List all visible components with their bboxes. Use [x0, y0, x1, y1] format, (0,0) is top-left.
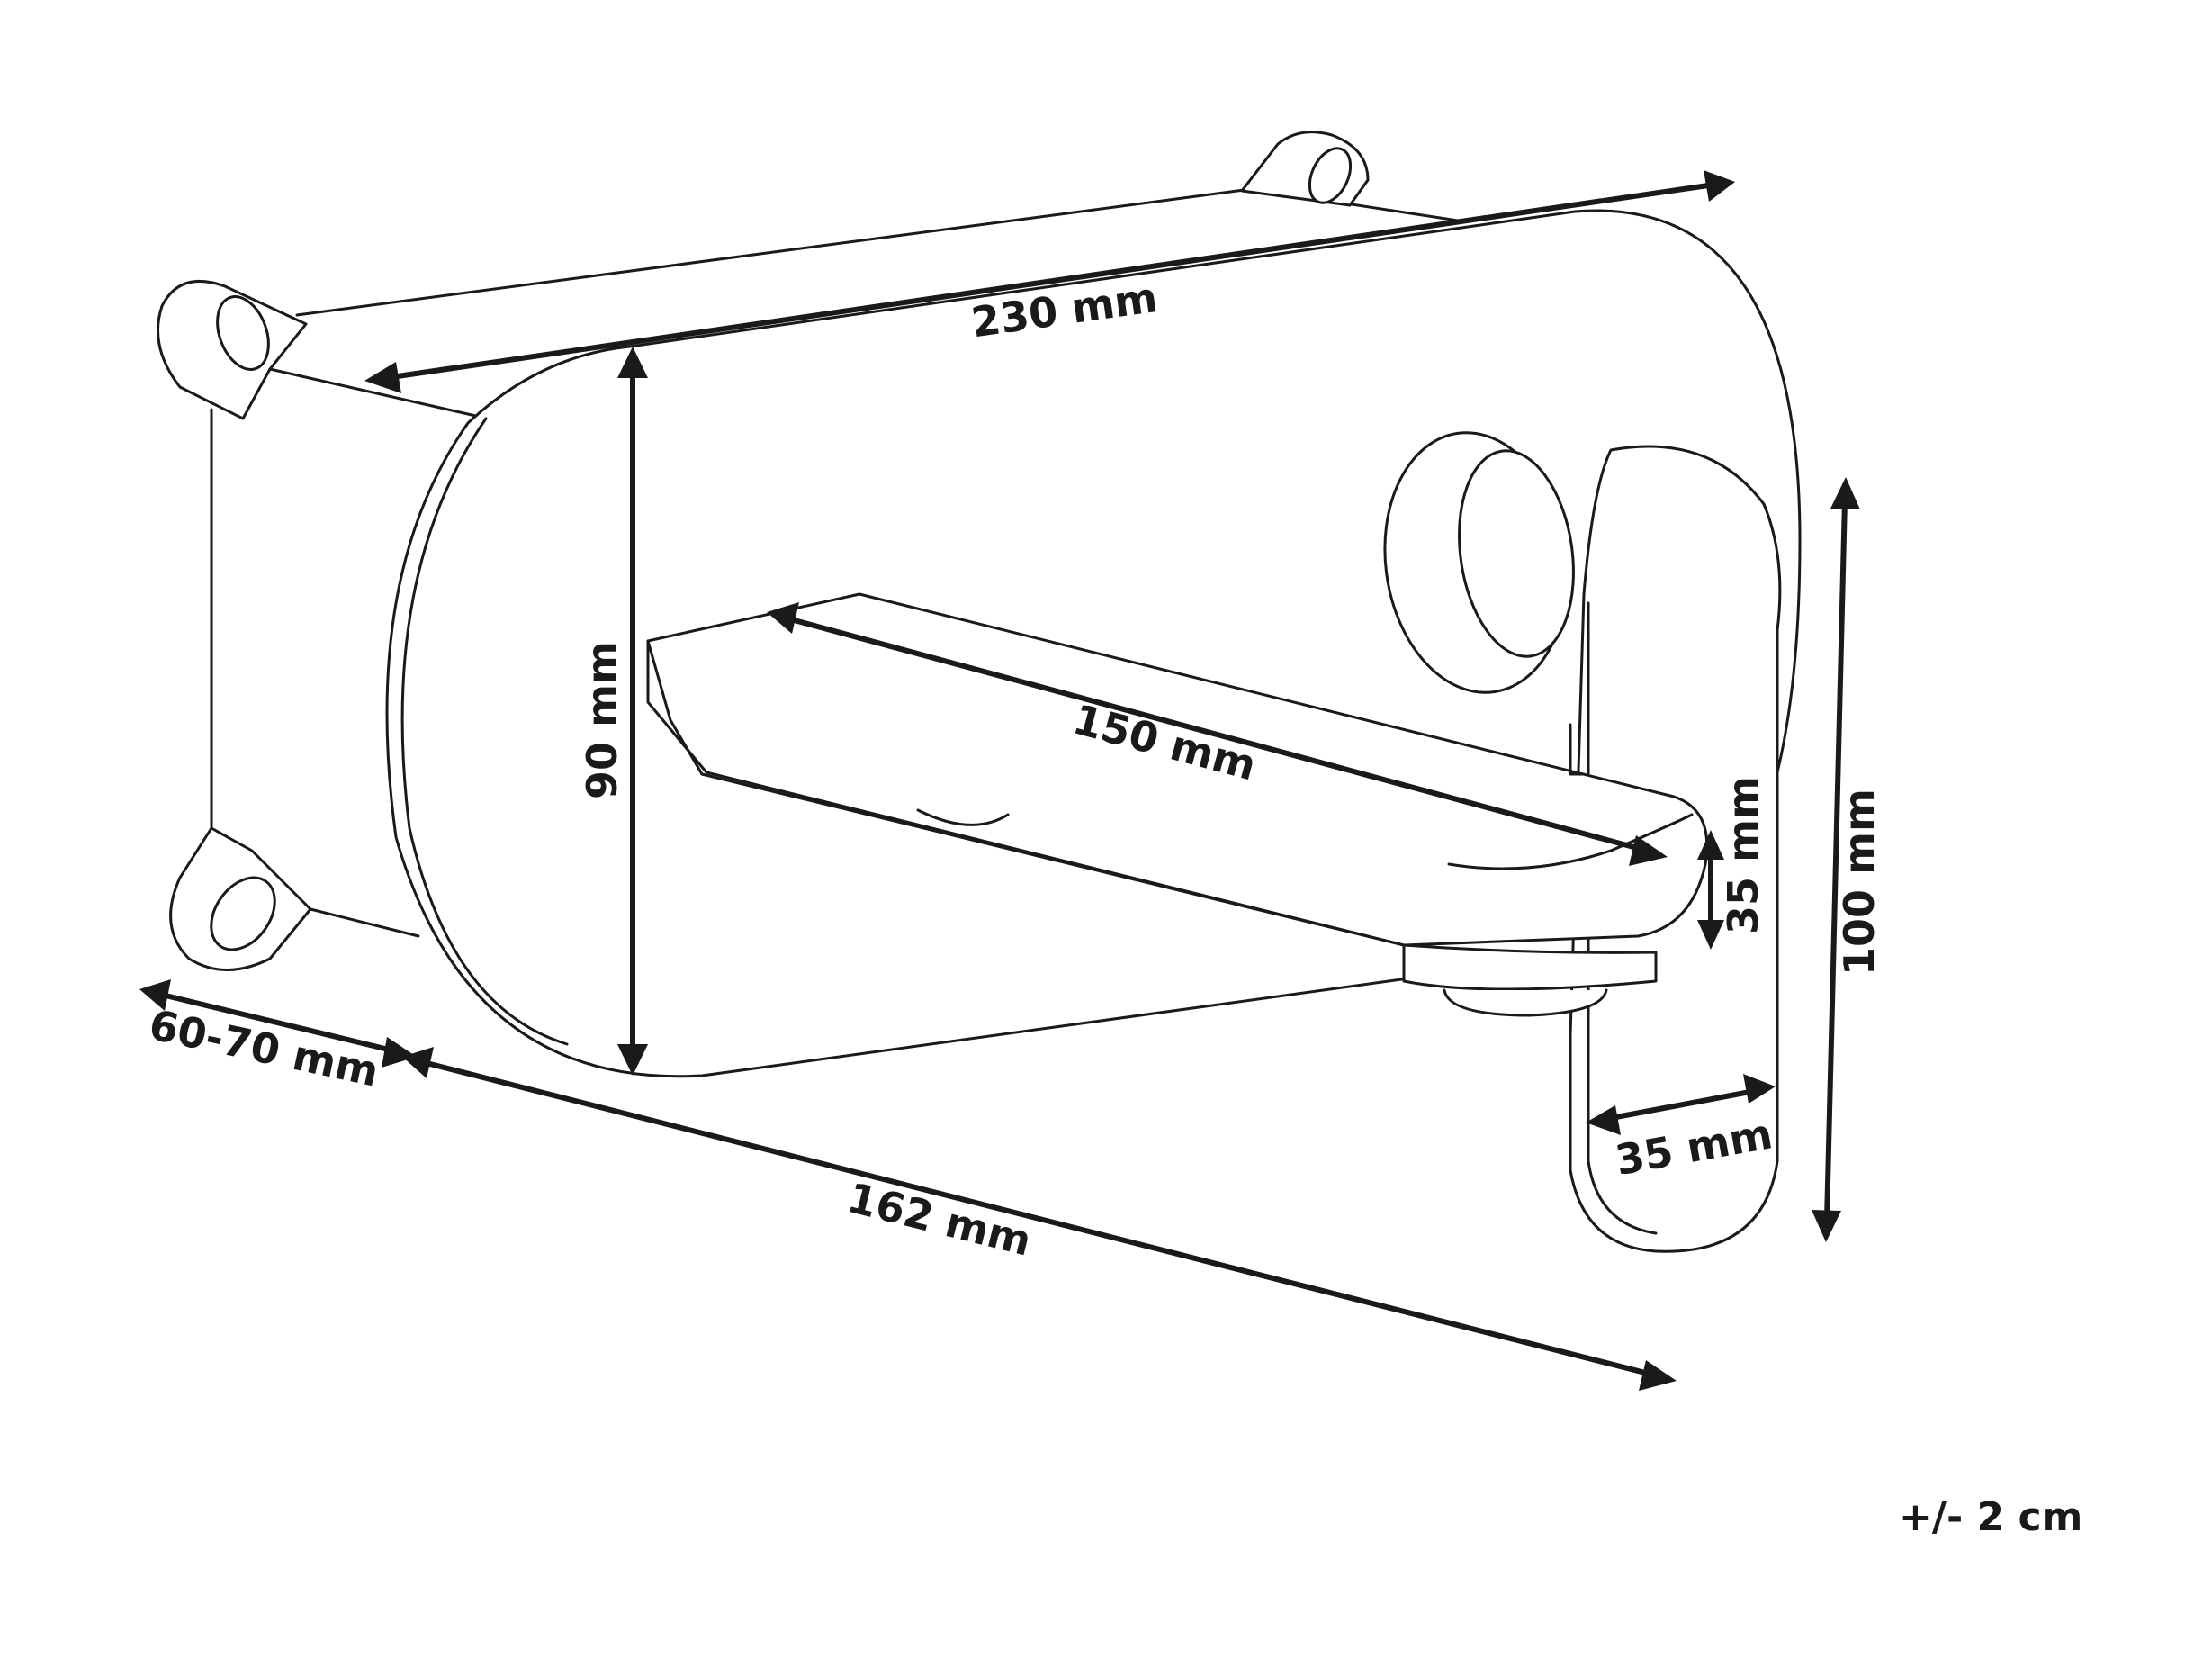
dimension-lines	[139, 170, 1860, 1391]
arrowhead	[1812, 1210, 1841, 1242]
label-162: 162 mm	[842, 1173, 1036, 1266]
arrowhead	[1697, 920, 1724, 950]
arrowhead	[1697, 830, 1724, 860]
arrowhead	[402, 1047, 434, 1078]
dimension-line-150	[785, 616, 1650, 853]
spout-aerator	[1402, 943, 1658, 991]
spout	[646, 592, 1709, 1017]
dimension-line-100	[1824, 497, 1848, 1222]
dimension-line-230	[382, 182, 1717, 381]
label-100: 100 mm	[1835, 789, 1884, 976]
arrowhead	[364, 362, 401, 393]
arrowhead	[617, 347, 648, 378]
tolerance-note: +/- 2 cm	[1899, 1494, 2083, 1540]
mounting-box	[157, 131, 1460, 971]
arrowhead	[1743, 1074, 1776, 1104]
arrowhead	[1586, 1105, 1621, 1135]
label-90: 90 mm	[578, 641, 626, 799]
label-60-70: 60-70 mm	[145, 1000, 383, 1096]
dimension-line-60-70	[159, 992, 399, 1054]
arrowhead	[1639, 1360, 1677, 1391]
dimension-line-162	[420, 1059, 1659, 1378]
arrowhead	[1704, 170, 1735, 202]
dimension-line-35-horizontal	[1604, 1088, 1758, 1122]
arrowhead	[1629, 835, 1668, 866]
arrowhead	[1830, 477, 1860, 509]
arrowhead	[617, 1044, 648, 1076]
label-35-vertical: 35 mm	[1719, 776, 1767, 934]
arrowhead	[767, 602, 799, 634]
arrowhead	[382, 1037, 417, 1068]
arrowhead	[139, 979, 171, 1011]
